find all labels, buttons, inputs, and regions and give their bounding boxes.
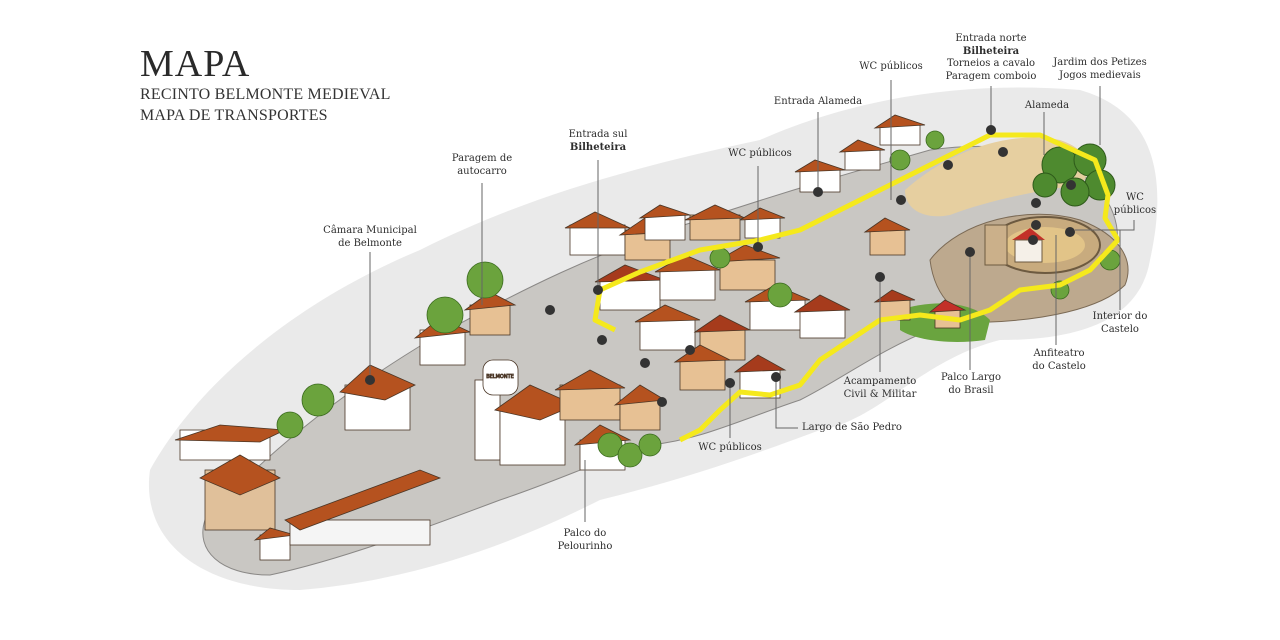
map-title: MAPA bbox=[140, 43, 251, 85]
perimeter-line bbox=[592, 132, 1121, 443]
title-block: MAPA RECINTO BELMONTE MEDIEVAL MAPA DE T… bbox=[140, 44, 391, 126]
map-subtitle-transport: MAPA DE TRANSPORTES bbox=[140, 107, 328, 124]
label-interior-castelo: Interior do Castelo bbox=[1092, 311, 1148, 335]
label-palco-pelourinho: Palco do Pelourinho bbox=[557, 528, 613, 552]
alameda-area bbox=[905, 137, 1089, 217]
label-acampamento: Acampamento Civil & Militar bbox=[843, 376, 917, 400]
location-markers bbox=[365, 125, 1076, 407]
trees bbox=[276, 130, 1121, 468]
label-jardim-petizes: Jardim dos Petizes Jogos medievais bbox=[1053, 57, 1147, 81]
map-subtitle-venue: RECINTO BELMONTE MEDIEVAL bbox=[140, 86, 391, 103]
label-wc-publicos-3: WC públicos bbox=[1113, 192, 1157, 216]
label-wc-publicos-4: WC públicos bbox=[698, 442, 762, 453]
tower-sign: BELMONTE bbox=[486, 374, 514, 380]
label-anfiteatro-castelo: Anfiteatro do Castelo bbox=[1032, 348, 1086, 372]
label-camara-municipal: Câmara Municipal de Belmonte bbox=[323, 225, 417, 249]
label-alameda: Alameda bbox=[1024, 100, 1070, 111]
label-largo-sao-pedro: Largo de São Pedro bbox=[802, 422, 902, 433]
label-entrada-norte: Entrada norte Bilheteira Torneios a cava… bbox=[945, 33, 1037, 82]
label-wc-publicos-2: WC públicos bbox=[859, 61, 923, 72]
label-paragem-autocarro: Paragem de autocarro bbox=[451, 153, 513, 177]
label-entrada-alameda: Entrada Alameda bbox=[773, 96, 863, 107]
leader-lines bbox=[369, 80, 1135, 522]
label-palco-largo-brasil: Palco Largo do Brasil bbox=[940, 372, 1002, 396]
label-entrada-sul: Entrada sul Bilheteira bbox=[568, 129, 628, 153]
label-wc-publicos-1: WC públicos bbox=[728, 148, 792, 159]
amphitheatre bbox=[984, 216, 1101, 274]
